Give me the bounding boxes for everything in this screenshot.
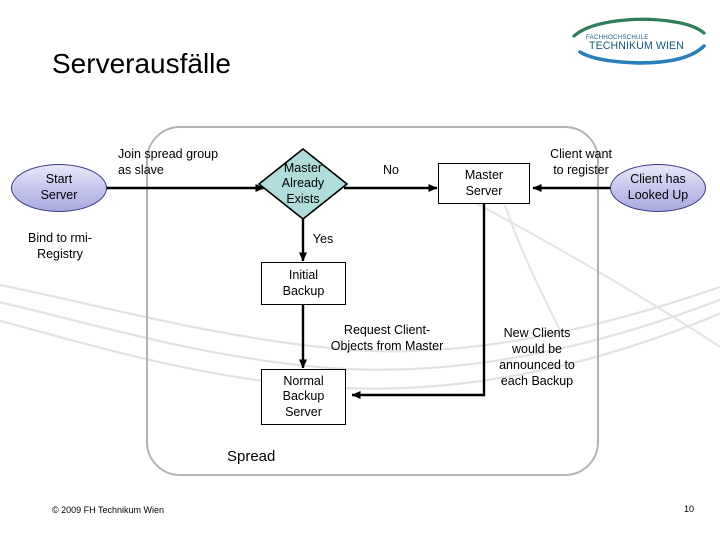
- label-client-want-to-register: Client want to register: [550, 147, 612, 177]
- logo-line1: FACHHOCHSCHULE: [586, 34, 649, 41]
- label-bind-to-rmi-registry: Bind to rmi- Registry: [28, 231, 92, 261]
- page-title: Serverausfälle: [52, 48, 231, 79]
- node-master-already-exists-label: Master Already Exists: [281, 160, 325, 206]
- node-initial-backup[interactable]: Initial Backup: [261, 262, 346, 305]
- spread-container-boundary: [146, 126, 599, 476]
- label-yes: Yes: [312, 232, 334, 246]
- spread-container-label: Spread: [227, 448, 276, 465]
- node-client-has-looked-up[interactable]: Client has Looked Up: [610, 164, 706, 212]
- footer-page-number: 10: [684, 504, 695, 514]
- footer-copyright: © 2009 FH Technikum Wien: [52, 505, 165, 515]
- label-request-client-objects: Request Client- Objects from Master: [330, 323, 444, 353]
- node-normal-backup-server[interactable]: Normal Backup Server: [261, 369, 346, 425]
- node-master-server[interactable]: Master Server: [438, 163, 530, 204]
- label-no: No: [383, 163, 399, 177]
- node-normal-backup-server-label: Normal Backup Server: [282, 373, 325, 419]
- label-new-clients-announced: New Clients would be announced to each B…: [499, 326, 575, 388]
- diamond-shape-icon: [258, 148, 348, 220]
- node-client-has-looked-up-label: Client has Looked Up: [627, 172, 689, 202]
- node-master-server-label: Master Server: [464, 167, 504, 198]
- label-join-spread-group: Join spread group as slave: [118, 147, 219, 177]
- node-start-server-label: Start Server: [40, 172, 78, 202]
- fh-technikum-wien-logo: FACHHOCHSCHULE TECHNIKUM WIEN: [572, 17, 706, 65]
- node-master-already-exists[interactable]: Master Already Exists: [258, 148, 348, 220]
- logo-line2: TECHNIKUM WIEN: [589, 40, 684, 52]
- node-start-server[interactable]: Start Server: [11, 164, 107, 212]
- node-initial-backup-label: Initial Backup: [282, 267, 325, 298]
